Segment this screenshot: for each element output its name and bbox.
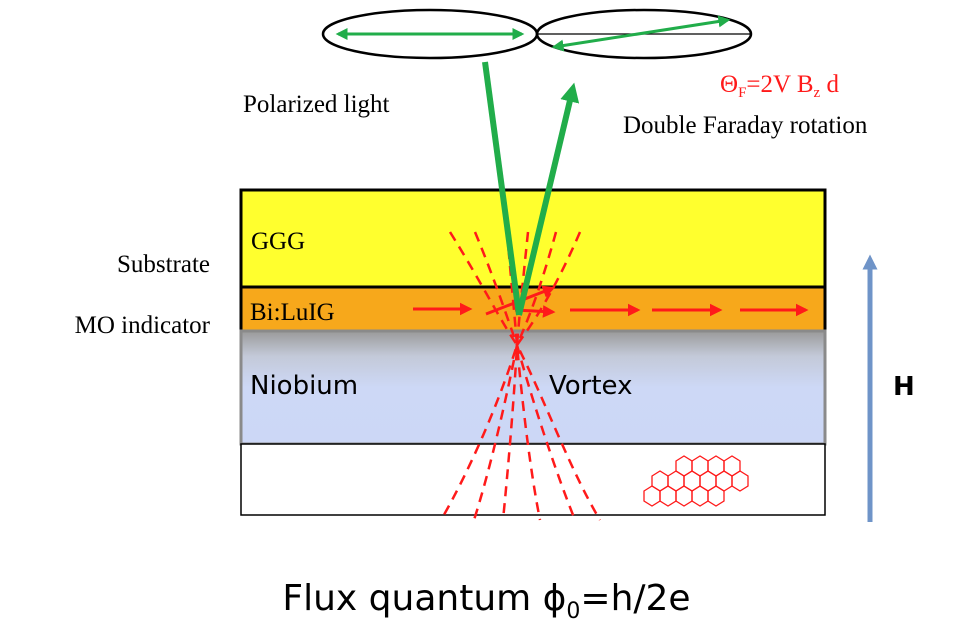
sample-molecule-icon [643, 455, 749, 507]
field-label: H [893, 372, 915, 402]
faraday-bz-sub: z [814, 85, 821, 101]
caption-phi-sub: 0 [566, 599, 581, 625]
flux-quantum-caption: Flux quantum ϕ0=h/2e [0, 578, 973, 624]
caption-prefix: Flux quantum [282, 578, 543, 619]
polarized-light-label: Polarized light [243, 91, 390, 118]
light-beam-reflected [516, 82, 580, 316]
faraday-d: d [820, 71, 839, 98]
ggg-layer [239, 188, 827, 289]
biluig-label: Bi:LuIG [250, 299, 335, 326]
substrate-label: Substrate [117, 251, 210, 278]
flux-lines [439, 231, 602, 521]
ggg-label: GGG [251, 228, 305, 255]
faraday-theta-sub: F [738, 85, 746, 101]
polarizer-left-icon [321, 8, 539, 60]
faraday-theta: Θ [720, 71, 738, 98]
mo-indicator-label: MO indicator [75, 312, 211, 339]
polarizer-right-icon [535, 8, 753, 60]
light-beam-incident [482, 61, 522, 316]
double-faraday-label: Double Faraday rotation [623, 112, 868, 139]
faraday-eq: =2V B [746, 71, 813, 98]
faraday-formula: ΘF=2V Bz d [720, 71, 839, 101]
caption-phi: ϕ [542, 578, 567, 619]
sample-box [240, 443, 826, 516]
vortex-label: Vortex [549, 371, 632, 401]
caption-suffix: =h/2e [580, 578, 691, 619]
niobium-layer [239, 329, 827, 446]
niobium-label: Niobium [250, 371, 358, 401]
